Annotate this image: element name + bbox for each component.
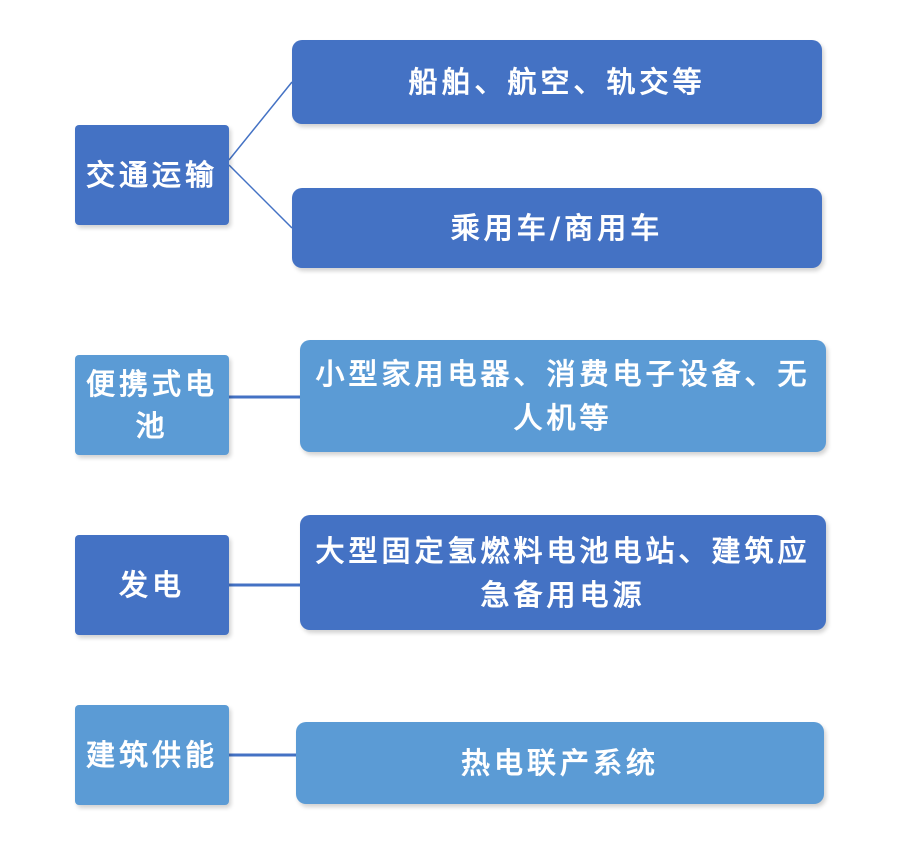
app-cogeneration-system-label: 热电联产系统 bbox=[460, 746, 659, 780]
connector-transport-cars bbox=[228, 164, 293, 229]
app-consumer-electronics: 小型家用电器、消费电子设备、无人机等 bbox=[300, 340, 826, 452]
app-hydrogen-power-station-label: 大型固定氢燃料电池电站、建筑应急备用电源 bbox=[315, 533, 811, 612]
app-hydrogen-power-station: 大型固定氢燃料电池电站、建筑应急备用电源 bbox=[300, 515, 826, 630]
app-ships-aviation-rail-label: 船舶、航空、轨交等 bbox=[408, 65, 706, 99]
app-cogeneration-system: 热电联产系统 bbox=[296, 722, 824, 804]
category-power-generation-label: 发电 bbox=[118, 568, 185, 602]
category-portable-battery-label: 便携式电池 bbox=[85, 367, 218, 443]
category-power-generation: 发电 bbox=[75, 535, 229, 635]
category-building-energy: 建筑供能 bbox=[75, 705, 229, 805]
app-ships-aviation-rail: 船舶、航空、轨交等 bbox=[292, 40, 822, 124]
app-consumer-electronics-label: 小型家用电器、消费电子设备、无人机等 bbox=[315, 357, 811, 435]
app-passenger-commercial-vehicles-label: 乘用车/商用车 bbox=[450, 211, 664, 245]
connector-transport-ships bbox=[228, 81, 293, 161]
category-transport-label: 交通运输 bbox=[85, 158, 218, 192]
category-transport: 交通运输 bbox=[75, 125, 229, 225]
category-portable-battery: 便携式电池 bbox=[75, 355, 229, 455]
app-passenger-commercial-vehicles: 乘用车/商用车 bbox=[292, 188, 822, 268]
category-building-energy-label: 建筑供能 bbox=[85, 738, 218, 772]
